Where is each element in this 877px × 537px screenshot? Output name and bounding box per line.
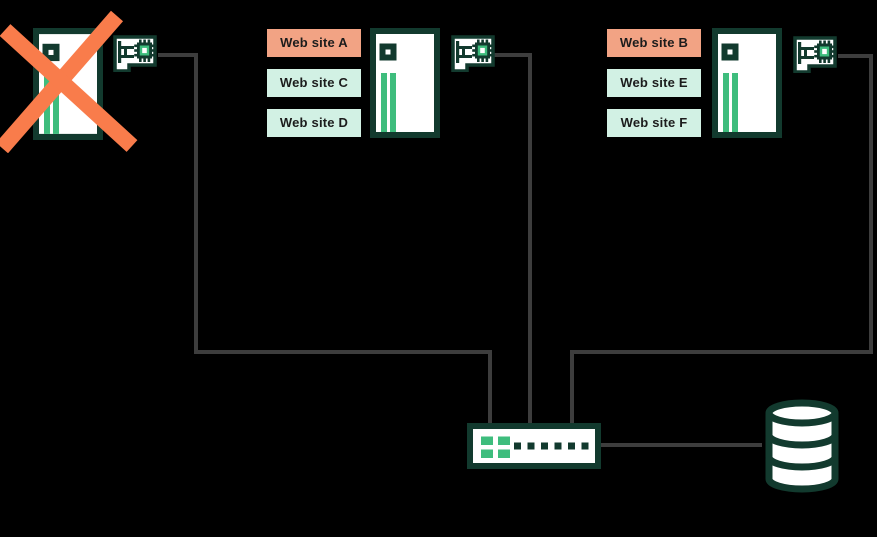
server-icon xyxy=(712,28,782,138)
network-card-icon xyxy=(113,35,157,72)
connection-failed-server-to-switch xyxy=(158,53,492,423)
website-label-e: Web site E xyxy=(607,69,701,97)
website-label-c: Web site C xyxy=(267,69,361,97)
connection-server3-to-switch xyxy=(570,54,873,423)
website-label-f: Web site F xyxy=(607,109,701,137)
network-card-icon xyxy=(793,36,837,73)
website-label-a: Web site A xyxy=(267,29,361,57)
server-icon xyxy=(370,28,440,138)
database-icon xyxy=(765,399,839,493)
network-card-icon xyxy=(451,35,495,72)
website-label-d: Web site D xyxy=(267,109,361,137)
connection-server2-to-switch xyxy=(494,53,532,423)
network-switch-icon xyxy=(467,423,601,469)
failure-x-icon xyxy=(0,10,138,153)
website-label-b: Web site B xyxy=(607,29,701,57)
